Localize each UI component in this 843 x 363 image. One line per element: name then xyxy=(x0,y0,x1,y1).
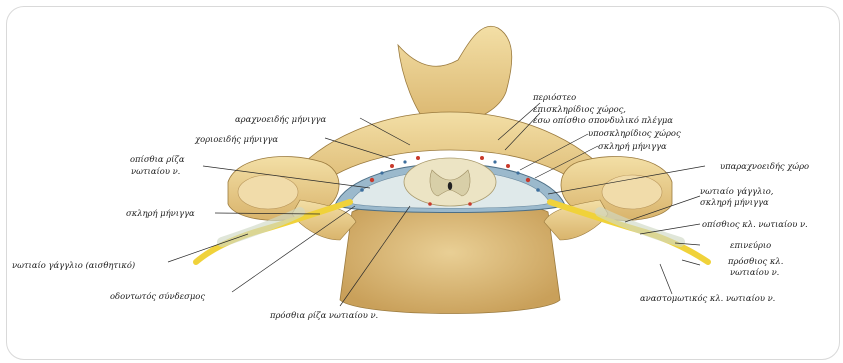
label-periosteum: περιόστεο xyxy=(532,92,576,102)
label-pia-mater: χοριοειδής μήνιγγα xyxy=(194,134,278,144)
label-subarachnoid-space: υπαραχνοειδής χώρο xyxy=(720,161,809,171)
label-anterior-branch-1: πρόσθιος κλ. xyxy=(727,256,783,266)
label-subdural-space: υποσκληρίδιος χώρος xyxy=(588,128,681,138)
label-arachnoid: αραχνοειδής μήνιγγα xyxy=(235,114,326,124)
label-anterior-root: πρόσθια ρίζα νωτιαίου ν. xyxy=(269,310,378,320)
label-epidural-space: επισκληρίδιος χώρος, xyxy=(533,104,626,114)
label-dura-mater-top: σκληρή μήνιγγα xyxy=(598,141,667,151)
label-dura-mater-left: σκληρή μήνιγγα xyxy=(126,208,195,218)
label-spinal-ganglion-sensory: νωτιαίο γάγγλιο (αισθητικό) xyxy=(12,260,135,270)
label-spinal-ganglion-dura-1: νωτιαίο γάγγλιο, xyxy=(700,186,774,196)
label-posterior-branch: οπίσθιος κλ. νωτιαίου ν. xyxy=(702,219,808,229)
label-epineurium: επινεύριο xyxy=(730,240,771,250)
label-dentate-ligament: οδοντωτός σύνδεσμος xyxy=(110,291,205,301)
label-internal-plexus: έσω οπίσθιο σπονδυλικό πλέγμα xyxy=(533,115,673,125)
central-canal xyxy=(448,182,452,190)
right-articular-facet xyxy=(602,175,662,209)
left-articular-facet xyxy=(238,175,298,209)
label-communicating-branch: αναστομωτικός κλ. νωτιαίου ν. xyxy=(640,293,775,303)
label-spinal-ganglion-dura-2: σκληρή μήνιγγα xyxy=(700,197,769,207)
label-anterior-branch-2: νωτιαίου ν. xyxy=(730,267,779,277)
label-posterior-root-1: οπίσθια ρίζα xyxy=(130,154,185,164)
label-posterior-root-2: νωτιαίου ν. xyxy=(131,166,180,176)
